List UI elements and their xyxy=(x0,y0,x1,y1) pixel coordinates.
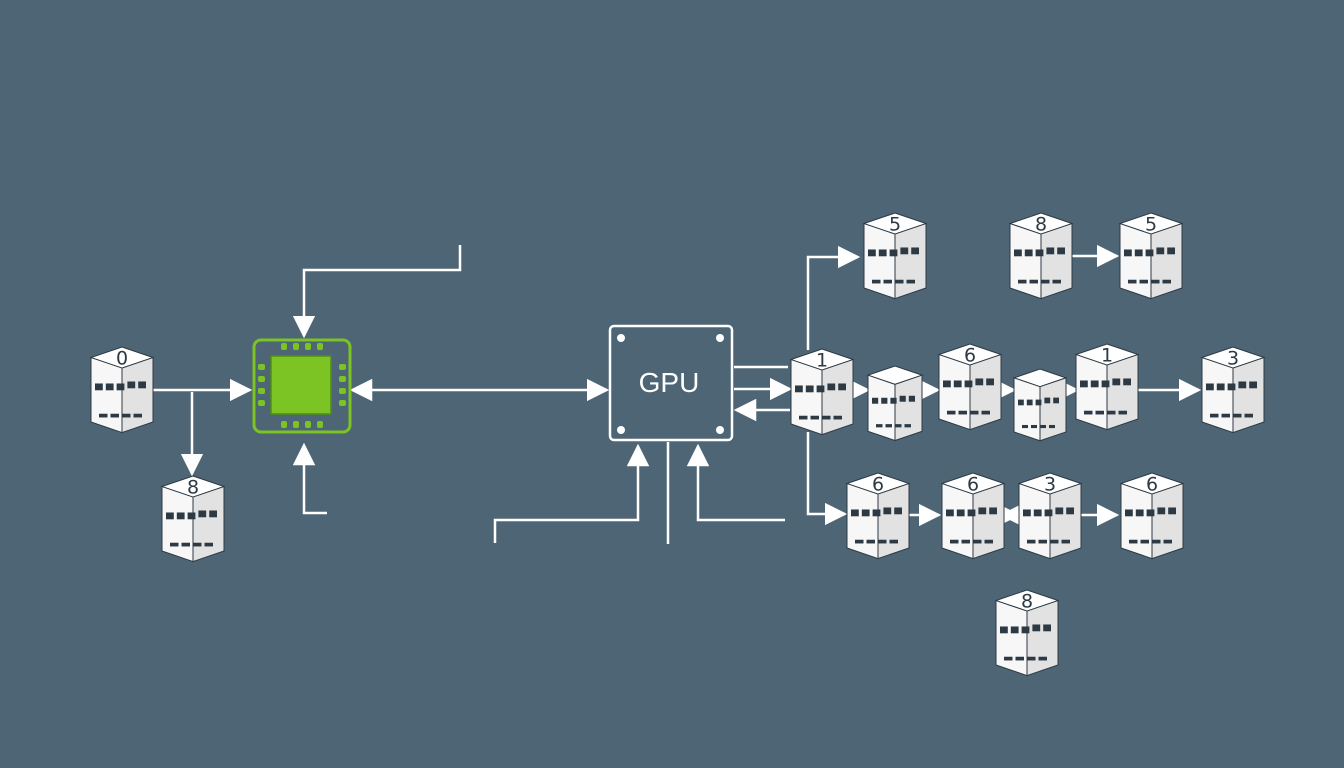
connector-hub-up xyxy=(806,245,861,350)
cube-node-low-3: 3 xyxy=(1017,472,1083,560)
connector-chip-bottom-feed xyxy=(292,442,327,515)
gpu-box: GPU xyxy=(608,324,734,442)
cube-node-low-4: 6 xyxy=(1119,472,1185,560)
cube-label-left-bottom: 8 xyxy=(187,477,199,499)
processor-chip-icon xyxy=(252,338,352,434)
connector-gpu-bottom-left xyxy=(493,443,650,543)
cube-label-low-1: 6 xyxy=(872,474,884,496)
cube-node-top-2: 8 xyxy=(1008,212,1074,300)
connector-hub-down xyxy=(806,432,848,526)
cube-node-left-bottom: 8 xyxy=(160,475,226,563)
cube-label-mid-4: 1 xyxy=(1101,345,1113,367)
cube-node-mid-5: 3 xyxy=(1200,346,1266,434)
cube-node-top-3: 5 xyxy=(1118,212,1184,300)
cube-label-low-3: 3 xyxy=(1044,474,1056,496)
gpu-label: GPU xyxy=(639,367,700,398)
cube-label-low-2: 6 xyxy=(967,474,979,496)
cube-node-mid-small-2 xyxy=(1012,368,1068,442)
cube-node-low-2: 6 xyxy=(940,472,1006,560)
cube-label-mid-2: 6 xyxy=(964,345,976,367)
cube-label-top-3: 5 xyxy=(1145,214,1157,236)
compute-nodes: 0 8 1 5 8 5 6 1 3 6 6 3 6 8 xyxy=(89,212,1266,677)
cube-node-bottom: 8 xyxy=(994,589,1060,677)
cube-node-mid-small-1 xyxy=(866,365,924,442)
cube-node-hub: 1 xyxy=(789,348,855,436)
cube-label-left-top: 0 xyxy=(116,348,128,370)
cube-node-mid-4: 1 xyxy=(1074,343,1140,431)
cube-node-left-top: 0 xyxy=(89,346,155,434)
cube-label-hub: 1 xyxy=(816,350,828,372)
cube-label-mid-5: 3 xyxy=(1227,348,1239,370)
cube-label-bottom: 8 xyxy=(1021,591,1033,613)
cube-label-top-1: 5 xyxy=(889,214,901,236)
cube-node-top-1: 5 xyxy=(862,212,928,300)
connector-chip-top-feed xyxy=(292,245,462,339)
cube-node-mid-2: 6 xyxy=(937,343,1003,431)
cube-label-low-4: 6 xyxy=(1146,474,1158,496)
connector-gpu-bottom-right xyxy=(686,443,785,522)
cube-node-low-1: 6 xyxy=(845,472,911,560)
connectors xyxy=(152,244,1202,544)
cube-label-top-2: 8 xyxy=(1035,214,1047,236)
